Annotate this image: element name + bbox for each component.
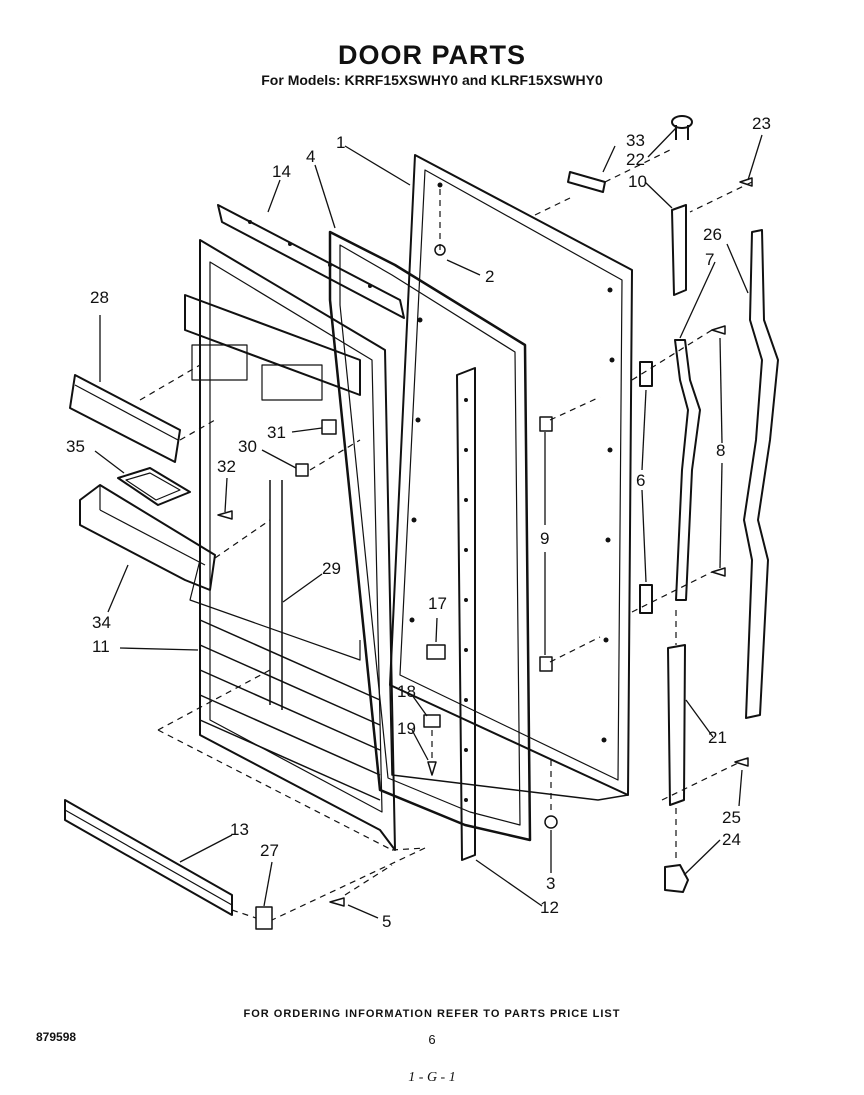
callout-27: 27: [260, 841, 279, 860]
callout-29: 29: [322, 559, 341, 578]
screw-25: [734, 757, 749, 767]
door-handle: [674, 339, 701, 601]
callout-6: 6: [636, 471, 645, 490]
small-bin: [117, 467, 191, 506]
document-number: 879598: [36, 1030, 77, 1044]
callout-22: 22: [626, 150, 645, 169]
top-hinge: [671, 115, 693, 296]
model-subtitle: For Models: KRRF15XSWHY0 and KLRF15XSWHY…: [261, 72, 603, 88]
callout-26: 26: [703, 225, 722, 244]
callout-4: 4: [306, 147, 315, 166]
callout-10: 10: [628, 172, 647, 191]
callout-23: 23: [752, 114, 771, 133]
screw-5: [329, 897, 345, 907]
page-title: DOOR PARTS: [337, 40, 526, 70]
shelf-front: [69, 374, 181, 463]
callout-9: 9: [540, 529, 549, 548]
hinge-pin-17: [426, 644, 446, 660]
callout-18: 18: [397, 682, 416, 701]
door-stop-strip: [456, 367, 476, 861]
hinge-bracket: [667, 644, 686, 806]
callout-3: 3: [546, 874, 555, 893]
screw-8-upper: [711, 325, 726, 335]
handle-bracket-lower: [639, 584, 653, 614]
callout-34: 34: [92, 613, 111, 632]
callout-2: 2: [485, 267, 494, 286]
callout-19: 19: [397, 719, 416, 738]
clip-31: [321, 419, 337, 435]
callout-28: 28: [90, 288, 109, 307]
handle-bracket-upper: [639, 361, 653, 387]
bottom-hinge: [664, 864, 689, 893]
bushing-30: [295, 463, 309, 477]
ordering-note: FOR ORDERING INFORMATION REFER TO PARTS …: [243, 1008, 621, 1020]
clip-9-upper: [539, 416, 553, 432]
door-bin: [79, 484, 216, 591]
callout-21: 21: [708, 728, 727, 747]
clip-9-lower: [539, 656, 553, 672]
handle-trim: [743, 229, 779, 719]
callout-24: 24: [722, 830, 741, 849]
callout-30: 30: [238, 437, 257, 456]
bottom-trim: [64, 799, 233, 916]
callout-7: 7: [705, 250, 714, 269]
clip-27: [255, 906, 273, 930]
screw-32: [217, 510, 233, 520]
callout-5: 5: [382, 912, 391, 931]
spacer-block: [567, 171, 606, 193]
callout-1: 1: [336, 133, 345, 152]
screw-23: [739, 177, 753, 187]
callout-32: 32: [217, 457, 236, 476]
callout-14: 14: [272, 162, 291, 181]
bracket-18: [423, 714, 441, 728]
callout-33: 33: [626, 131, 645, 150]
breaker-strip-top: [217, 204, 405, 319]
outer-door-panel: [389, 154, 633, 801]
screw-8-lower: [711, 567, 726, 577]
washer-3: [544, 815, 558, 829]
callout-11: 11: [92, 637, 110, 656]
inner-door-liner: [184, 239, 396, 851]
door-gasket: [328, 230, 532, 842]
callout-17: 17: [428, 594, 447, 613]
callout-31: 31: [267, 423, 286, 442]
page-number: 6: [428, 1032, 436, 1047]
callout-13: 13: [230, 820, 249, 839]
callout-35: 35: [66, 437, 85, 456]
callout-25: 25: [722, 808, 741, 827]
callout-8: 8: [716, 441, 725, 460]
callout-12: 12: [540, 898, 559, 917]
screw-19: [427, 761, 437, 776]
handwritten-mark: 1 - G - 1: [408, 1070, 456, 1085]
